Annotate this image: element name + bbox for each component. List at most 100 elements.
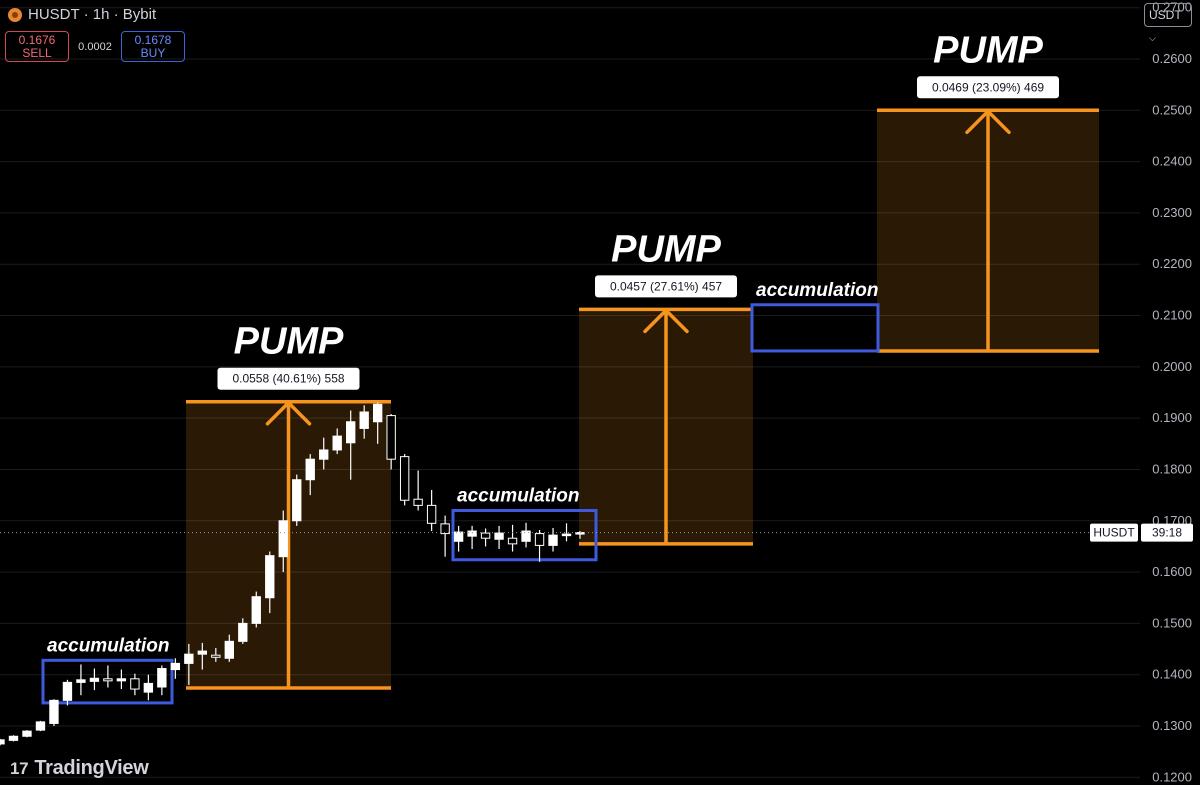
candle-body <box>238 622 248 642</box>
buy-price: 0.1678 <box>134 33 172 47</box>
symbol-tag-bg <box>1090 523 1138 542</box>
candle <box>319 437 329 470</box>
candle <box>22 730 32 738</box>
candle-body <box>534 533 545 546</box>
chart-header: HUSDT · 1h · Bybit <box>8 6 156 23</box>
trade-panel: 0.1676 SELL 0.0002 0.1678 BUY <box>5 31 185 62</box>
y-tick-label: 0.2400 <box>1152 154 1192 169</box>
countdown-tag-text: 39:18 <box>1152 526 1182 540</box>
candle <box>507 524 518 552</box>
candle-body <box>507 537 518 545</box>
spread-value: 0.0002 <box>78 40 112 53</box>
measure-label-text: 0.0469 (23.09%) 469 <box>932 80 1044 94</box>
sell-label: SELL <box>22 46 52 60</box>
currency-select[interactable]: USDT ⌵ <box>1144 3 1192 43</box>
buy-button[interactable]: 0.1678 BUY <box>121 31 185 62</box>
candle <box>346 410 356 480</box>
candle-body <box>170 662 181 671</box>
candle-body <box>386 415 396 460</box>
candle-body <box>0 739 5 745</box>
candle-body <box>494 532 504 540</box>
candle <box>292 474 302 526</box>
accumulation-box <box>451 509 598 562</box>
candle <box>238 618 248 644</box>
candle-body <box>548 534 558 546</box>
candle-body <box>211 654 221 658</box>
candle <box>561 523 572 542</box>
y-tick-label: 0.2600 <box>1152 51 1192 66</box>
candle-body <box>292 479 302 522</box>
y-tick-label: 0.2100 <box>1152 308 1192 323</box>
candle <box>413 470 423 511</box>
symbol-title[interactable]: HUSDT · 1h · Bybit <box>28 6 157 23</box>
candle-body <box>467 530 477 537</box>
pump-arrow-head <box>965 108 1011 135</box>
pump-label: PUMP <box>611 228 721 270</box>
candle-body <box>62 681 73 701</box>
candle-body <box>346 421 356 444</box>
candle <box>130 673 140 696</box>
candle <box>521 522 531 548</box>
candle <box>197 642 208 670</box>
candle-body <box>103 678 113 682</box>
y-tick-label: 0.2300 <box>1152 205 1192 220</box>
candle <box>278 510 288 573</box>
candle-body <box>157 668 167 688</box>
y-tick-label: 0.2000 <box>1152 359 1192 374</box>
y-tick-label: 0.1200 <box>1152 769 1192 784</box>
candle-body <box>359 411 369 429</box>
candle <box>332 428 342 455</box>
candle <box>49 699 59 726</box>
tradingview-logo-icon: 17 <box>10 758 29 778</box>
candle <box>170 658 181 679</box>
pump-arrow-head <box>265 400 312 426</box>
y-tick-label: 0.1800 <box>1152 461 1192 476</box>
sell-price: 0.1676 <box>18 33 56 47</box>
candle-body <box>251 596 261 624</box>
candle-body <box>399 456 410 501</box>
candle <box>0 738 5 746</box>
candle <box>8 735 19 742</box>
sell-button[interactable]: 0.1676 SELL <box>5 31 69 62</box>
candle <box>494 525 504 549</box>
candle <box>116 669 127 690</box>
candle <box>305 454 315 496</box>
candle-body <box>440 523 450 535</box>
candle-body <box>521 530 531 542</box>
candle-body <box>49 699 59 724</box>
candle <box>372 402 383 444</box>
candle <box>453 525 464 552</box>
candle-body <box>35 721 46 731</box>
candle <box>89 668 100 691</box>
chevron-down-icon: ⌵ <box>1149 33 1156 43</box>
candle <box>211 648 221 662</box>
countdown-tag-bg <box>1141 523 1193 542</box>
candle-body <box>22 730 32 737</box>
symbol-tag-text: HUSDT <box>1093 526 1135 540</box>
accumulation-box <box>750 303 880 353</box>
candle-body <box>372 403 383 423</box>
accumulation-box <box>41 658 174 705</box>
candle <box>467 525 477 549</box>
candle <box>76 664 86 696</box>
candle <box>440 515 450 557</box>
candle-body <box>143 682 154 693</box>
y-tick-label: 0.1600 <box>1152 564 1192 579</box>
y-tick-label: 0.1300 <box>1152 718 1192 733</box>
measure-label-text: 0.0457 (27.61%) 457 <box>610 279 722 293</box>
candle-body <box>278 520 288 558</box>
candle-body <box>305 458 315 481</box>
candle-body <box>332 435 342 451</box>
candle <box>548 527 558 552</box>
candle-body <box>76 679 86 683</box>
candle <box>224 634 234 662</box>
candle <box>265 551 275 614</box>
y-tick-label: 0.2500 <box>1152 102 1192 117</box>
measure-label-bg <box>217 367 360 390</box>
accumulation-label: accumulation <box>457 486 579 507</box>
y-tick-label: 0.2200 <box>1152 256 1192 271</box>
candle-body <box>413 498 423 506</box>
candle-body <box>426 504 437 524</box>
pump-measure-label: 0.0457 (27.61%) 457 <box>595 275 737 298</box>
